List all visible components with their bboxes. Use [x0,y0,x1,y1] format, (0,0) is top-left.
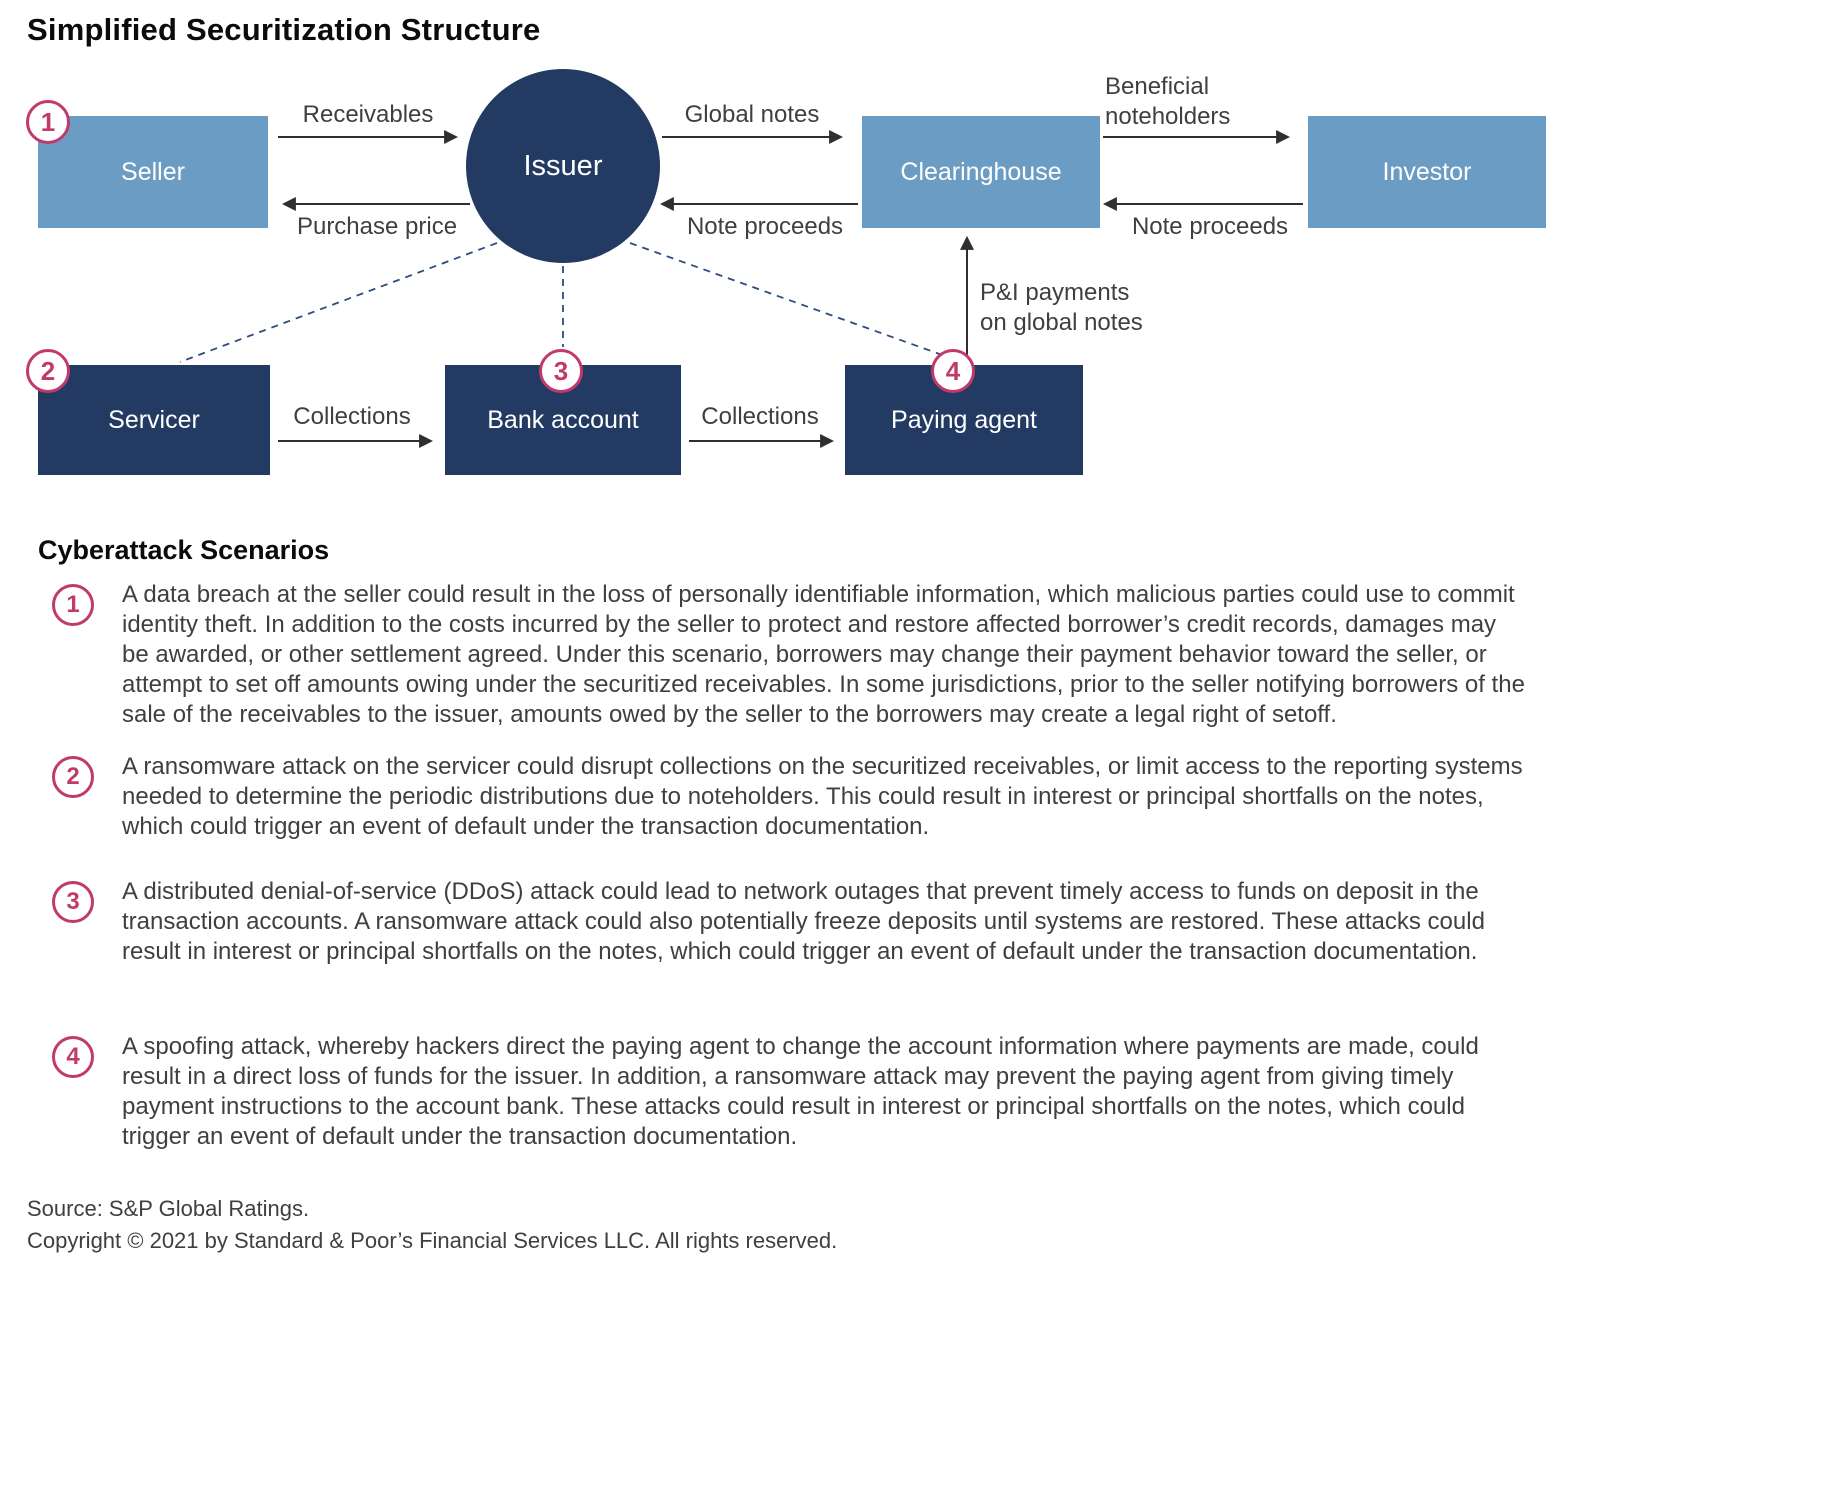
node-servicer-label: Servicer [108,405,200,434]
scenario-text-4: A spoofing attack, whereby hackers direc… [122,1033,1479,1150]
node-paying-agent-label: Paying agent [891,405,1037,434]
page-title: Simplified Securitization Structure [27,12,541,47]
flow-label-note-proceeds-left: Note proceeds [686,213,844,240]
diagram-badge-1: 1 [26,100,70,144]
scenarios-heading: Cyberattack Scenarios [38,535,330,565]
node-issuer: Issuer [466,69,660,263]
node-clearinghouse-label: Clearinghouse [900,157,1062,186]
node-issuer-label: Issuer [523,149,603,182]
node-servicer: Servicer [38,365,270,475]
scenario-item-4: 4 A spoofing attack, whereby hackers dir… [52,1032,1527,1152]
flow-label-global-notes: Global notes [684,101,820,128]
flow-label-beneficial-line1: Beneficial [1105,73,1210,100]
node-seller: Seller [38,116,268,228]
flow-label-beneficial-line2: noteholders [1105,103,1231,130]
node-investor-label: Investor [1382,157,1472,186]
node-bank-account-label: Bank account [487,405,639,434]
flow-label-beneficial-noteholders: Beneficial noteholders [1105,72,1230,132]
node-paying-agent: Paying agent [845,365,1083,475]
scenario-text-2: A ransomware attack on the servicer coul… [122,753,1523,840]
scenario-badge-4: 4 [52,1036,94,1078]
scenario-badge-1: 1 [52,584,94,626]
scenario-badge-2: 2 [52,756,94,798]
diagram-badge-3: 3 [539,349,583,393]
scenario-item-2: 2 A ransomware attack on the servicer co… [52,752,1527,842]
flow-label-collections-1: Collections [293,403,411,430]
flow-label-collections-2: Collections [701,403,819,430]
node-investor: Investor [1308,116,1546,228]
diagram-badge-4: 4 [931,349,975,393]
scenario-item-3: 3 A distributed denial-of-service (DDoS)… [52,877,1527,967]
scenario-badge-3: 3 [52,881,94,923]
flow-label-pi-line1: P&I payments [980,279,1130,306]
scenario-text-3: A distributed denial-of-service (DDoS) a… [122,878,1485,965]
flow-label-pi-payments: P&I payments on global notes [980,278,1143,338]
dashed-link-issuer-servicer [179,242,498,363]
flow-label-purchase-price: Purchase price [296,213,458,240]
footer-copyright: Copyright © 2021 by Standard & Poor’s Fi… [27,1228,838,1253]
diagram-badge-2: 2 [26,349,70,393]
scenario-item-1: 1 A data breach at the seller could resu… [52,580,1527,730]
footer-source: Source: S&P Global Ratings. [27,1196,310,1221]
flow-label-pi-line2: on global notes [980,309,1143,336]
node-seller-label: Seller [121,157,185,186]
flow-label-receivables: Receivables [302,101,434,128]
dashed-link-issuer-paying-agent [629,242,946,357]
scenario-text-1: A data breach at the seller could result… [122,581,1525,728]
node-clearinghouse: Clearinghouse [862,116,1100,228]
flow-label-note-proceeds-right: Note proceeds [1131,213,1289,240]
